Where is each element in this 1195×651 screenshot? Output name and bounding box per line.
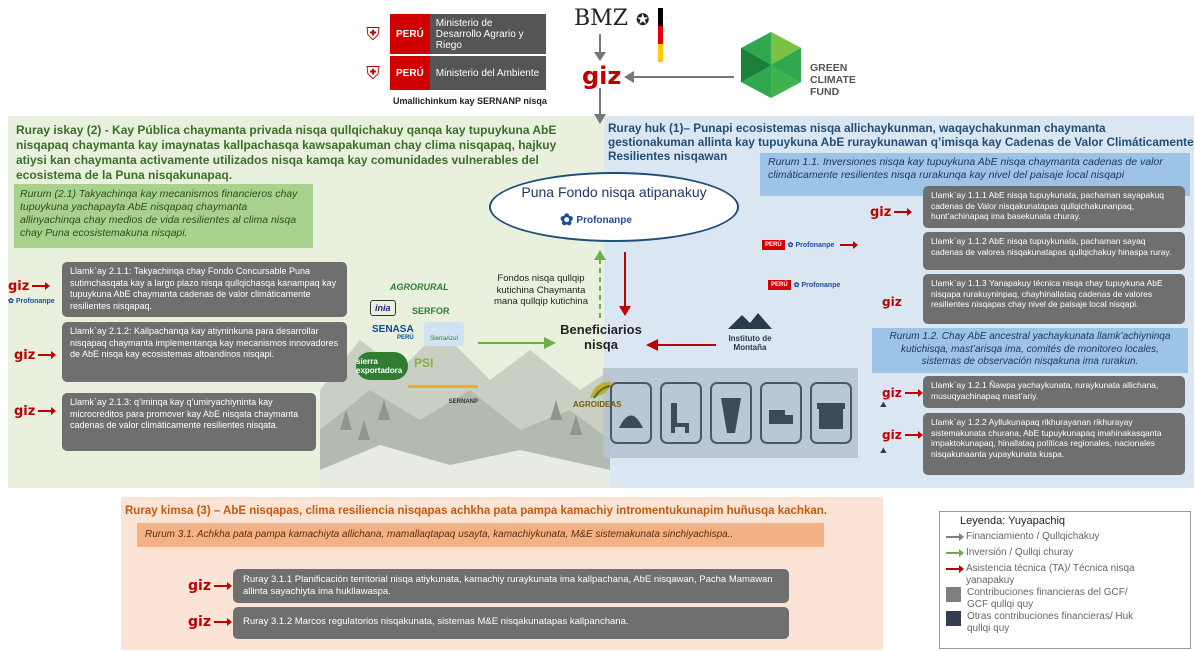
ministry1-logo: ⛨ PERÚ Ministerio de Desarrollo Agrario … — [356, 14, 546, 54]
red-arrow-icon — [946, 565, 964, 573]
puna-fund-ellipse — [489, 172, 739, 242]
ministry2-logo: ⛨ PERÚ Ministerio del Ambiente — [356, 56, 546, 90]
fondos-text: Fondos nisqa qullqip kutichina Chaymanta… — [493, 273, 588, 307]
dark-square-icon — [946, 611, 961, 626]
result-1-2: Rurum 1.2. Chay AbE ancestral yachaykuna… — [872, 328, 1188, 373]
giz-marker: giz — [870, 203, 913, 221]
profonanpe-mini-logo: ✿ Profonanpe — [787, 242, 835, 249]
grey-square-icon — [946, 587, 961, 602]
sernanp-caption: Umallichinkum kay SERNANP nisqa — [393, 96, 547, 106]
bmz-to-giz-arrow — [594, 34, 606, 61]
output-1-heading: Ruray huk (1)– Punapi ecosistemas nisqa … — [608, 121, 1194, 163]
instituto-montana-logo: Instituto de Montaña — [720, 311, 780, 359]
peru-mini-logo: PERÚ — [768, 280, 791, 290]
green-arrow-icon — [946, 549, 964, 557]
giz-marker: giz — [882, 295, 902, 309]
activity-2-1-1: Llamk`ay 2.1.1: Takyachinqa chay Fondo C… — [62, 262, 347, 317]
activity-2-1-3: Llamk`ay 2.1.3: q’iminqa kay q’umiryachi… — [62, 393, 316, 451]
peru-shield-icon: ⛨ — [356, 14, 390, 54]
sierra-azul-logo: SierraAzul — [424, 322, 464, 346]
giz-marker: giz — [882, 426, 923, 444]
legend-item-gcf: Contribuciones financieras del GCF/ GCF … — [946, 587, 1184, 611]
agroideas-logo: AGROIDEAS — [573, 400, 622, 409]
profonanpe-mini-logo: ✿ Profonanpe — [793, 282, 841, 289]
activity-3-1-2: Ruray 3.1.2 Marcos regulatorios nisqakun… — [233, 607, 789, 639]
giz-marker: giz — [188, 577, 232, 595]
agroideas-leaf-icon — [590, 381, 612, 399]
activity-1-1-2: Llamk`ay 1.1.2 AbE nisqa tupuykunata, pa… — [923, 232, 1185, 270]
ta-down-arrow — [619, 252, 631, 316]
giz-down-arrow — [594, 88, 606, 124]
serfor-logo: SERFOR — [412, 306, 450, 316]
legend: Leyenda: Yuyapachiq Financiamiento / Qul… — [939, 511, 1191, 649]
activity-1-1-3: Llamk`ay 1.1.3 Yanapakuy técnica nisqa c… — [923, 274, 1185, 324]
activity-1-2-2: Llamk`ay 1.2.2 Ayllukunapaq rikhurayanan… — [923, 413, 1185, 475]
giz-logo: giz — [582, 62, 622, 90]
mountain-icon — [728, 313, 772, 329]
instituto-ta-arrow — [646, 339, 716, 351]
giz-marker: giz — [882, 384, 923, 402]
profonanpe-flower-icon: ✿ — [560, 212, 574, 229]
activity-2-1-2: Llamk`ay 2.1.2: Kallpachanqa kay atiynin… — [62, 322, 347, 382]
giz-marker: giz — [14, 346, 57, 364]
instituto-mini-icon: ⛰ — [880, 400, 887, 409]
legend-item-financing: Financiamiento / Qullqichakuy — [946, 531, 1184, 543]
instituto-mini-icon: ⛰ — [880, 446, 887, 455]
activity-3-1-1: Ruray 3.1.1 Planificación territorial ni… — [233, 569, 789, 603]
peru-mini-logo: PERÚ — [762, 240, 785, 250]
ministry-profonanpe-logos: PERÚ ✿ Profonanpe — [768, 280, 840, 290]
legend-item-other: Otras contribuciones financieras/ Huk qu… — [946, 611, 1184, 635]
ministry1-name: Ministerio de Desarrollo Agrario y Riego — [429, 14, 546, 54]
investment-dashed-arrow — [594, 250, 606, 318]
investment-arrow — [478, 337, 556, 349]
giz-marker: giz — [14, 402, 57, 420]
result-2-1: Rurum (2.1) Takyachinqa kay mecanismos f… — [14, 184, 313, 248]
german-flag-bar — [658, 8, 663, 62]
legend-title: Leyenda: Yuyapachiq — [960, 515, 1065, 527]
output-2-heading: Ruray iskay (2) - Kay Pública chaymanta … — [16, 123, 557, 182]
result-3-1: Rurum 3.1. Achkha pata pampa kamachiyta … — [137, 523, 824, 547]
peru-shield-icon: ⛨ — [356, 56, 390, 90]
beneficiarios-label: Beneficiarios nisqa — [560, 322, 642, 352]
giz-marker: giz — [8, 277, 51, 295]
sierra-exportadora-logo: sierra exportadora — [356, 352, 408, 380]
gcf-to-giz-arrow — [624, 71, 734, 83]
value-chain-icons — [610, 382, 852, 444]
profonanpe-logo: ✿Profonanpe — [560, 212, 632, 229]
gcf-name: GREEN CLIMATE FUND — [810, 62, 856, 98]
psi-logo: PSI — [414, 356, 434, 370]
gcf-globe-icon — [741, 32, 801, 98]
giz-marker: giz — [188, 613, 232, 631]
sernanp-logo: SERNANP — [408, 385, 478, 405]
legend-item-investment: Inversión / Qullqi churay — [946, 547, 1184, 559]
output-3-heading: Ruray kimsa (3) – AbE nisqapas, clima re… — [125, 505, 827, 517]
eagle-icon: ✪ — [636, 12, 650, 29]
puna-fund-title: Puna Fondo nisqa atipanakuy — [521, 184, 707, 200]
legend-item-ta: Asistencia técnica (TA)/ Técnica nisqa y… — [946, 563, 1184, 587]
ministry2-country: PERÚ — [390, 56, 430, 90]
ministry2-name: Ministerio del Ambiente — [429, 56, 546, 90]
agrorural-logo: AGRORURAL — [390, 282, 449, 292]
activity-1-1-1: Llamk`ay 1.1.1 AbE nisqa tupuykunata, pa… — [923, 186, 1185, 228]
bmz-label: BMZ — [574, 6, 628, 31]
grey-arrow-icon — [946, 533, 964, 541]
ministry1-country: PERÚ — [390, 14, 430, 54]
activity-1-2-1: Llamk`ay 1.2.1 Ñawpa yachaykunata, ruray… — [923, 376, 1185, 408]
mountain-landscape — [320, 330, 610, 488]
ministry-profonanpe-logos: PERÚ ✿ Profonanpe — [762, 240, 859, 250]
inia-logo: inia — [370, 300, 396, 316]
profonanpe-small-logo: ✿ Profonanpe — [8, 298, 55, 305]
